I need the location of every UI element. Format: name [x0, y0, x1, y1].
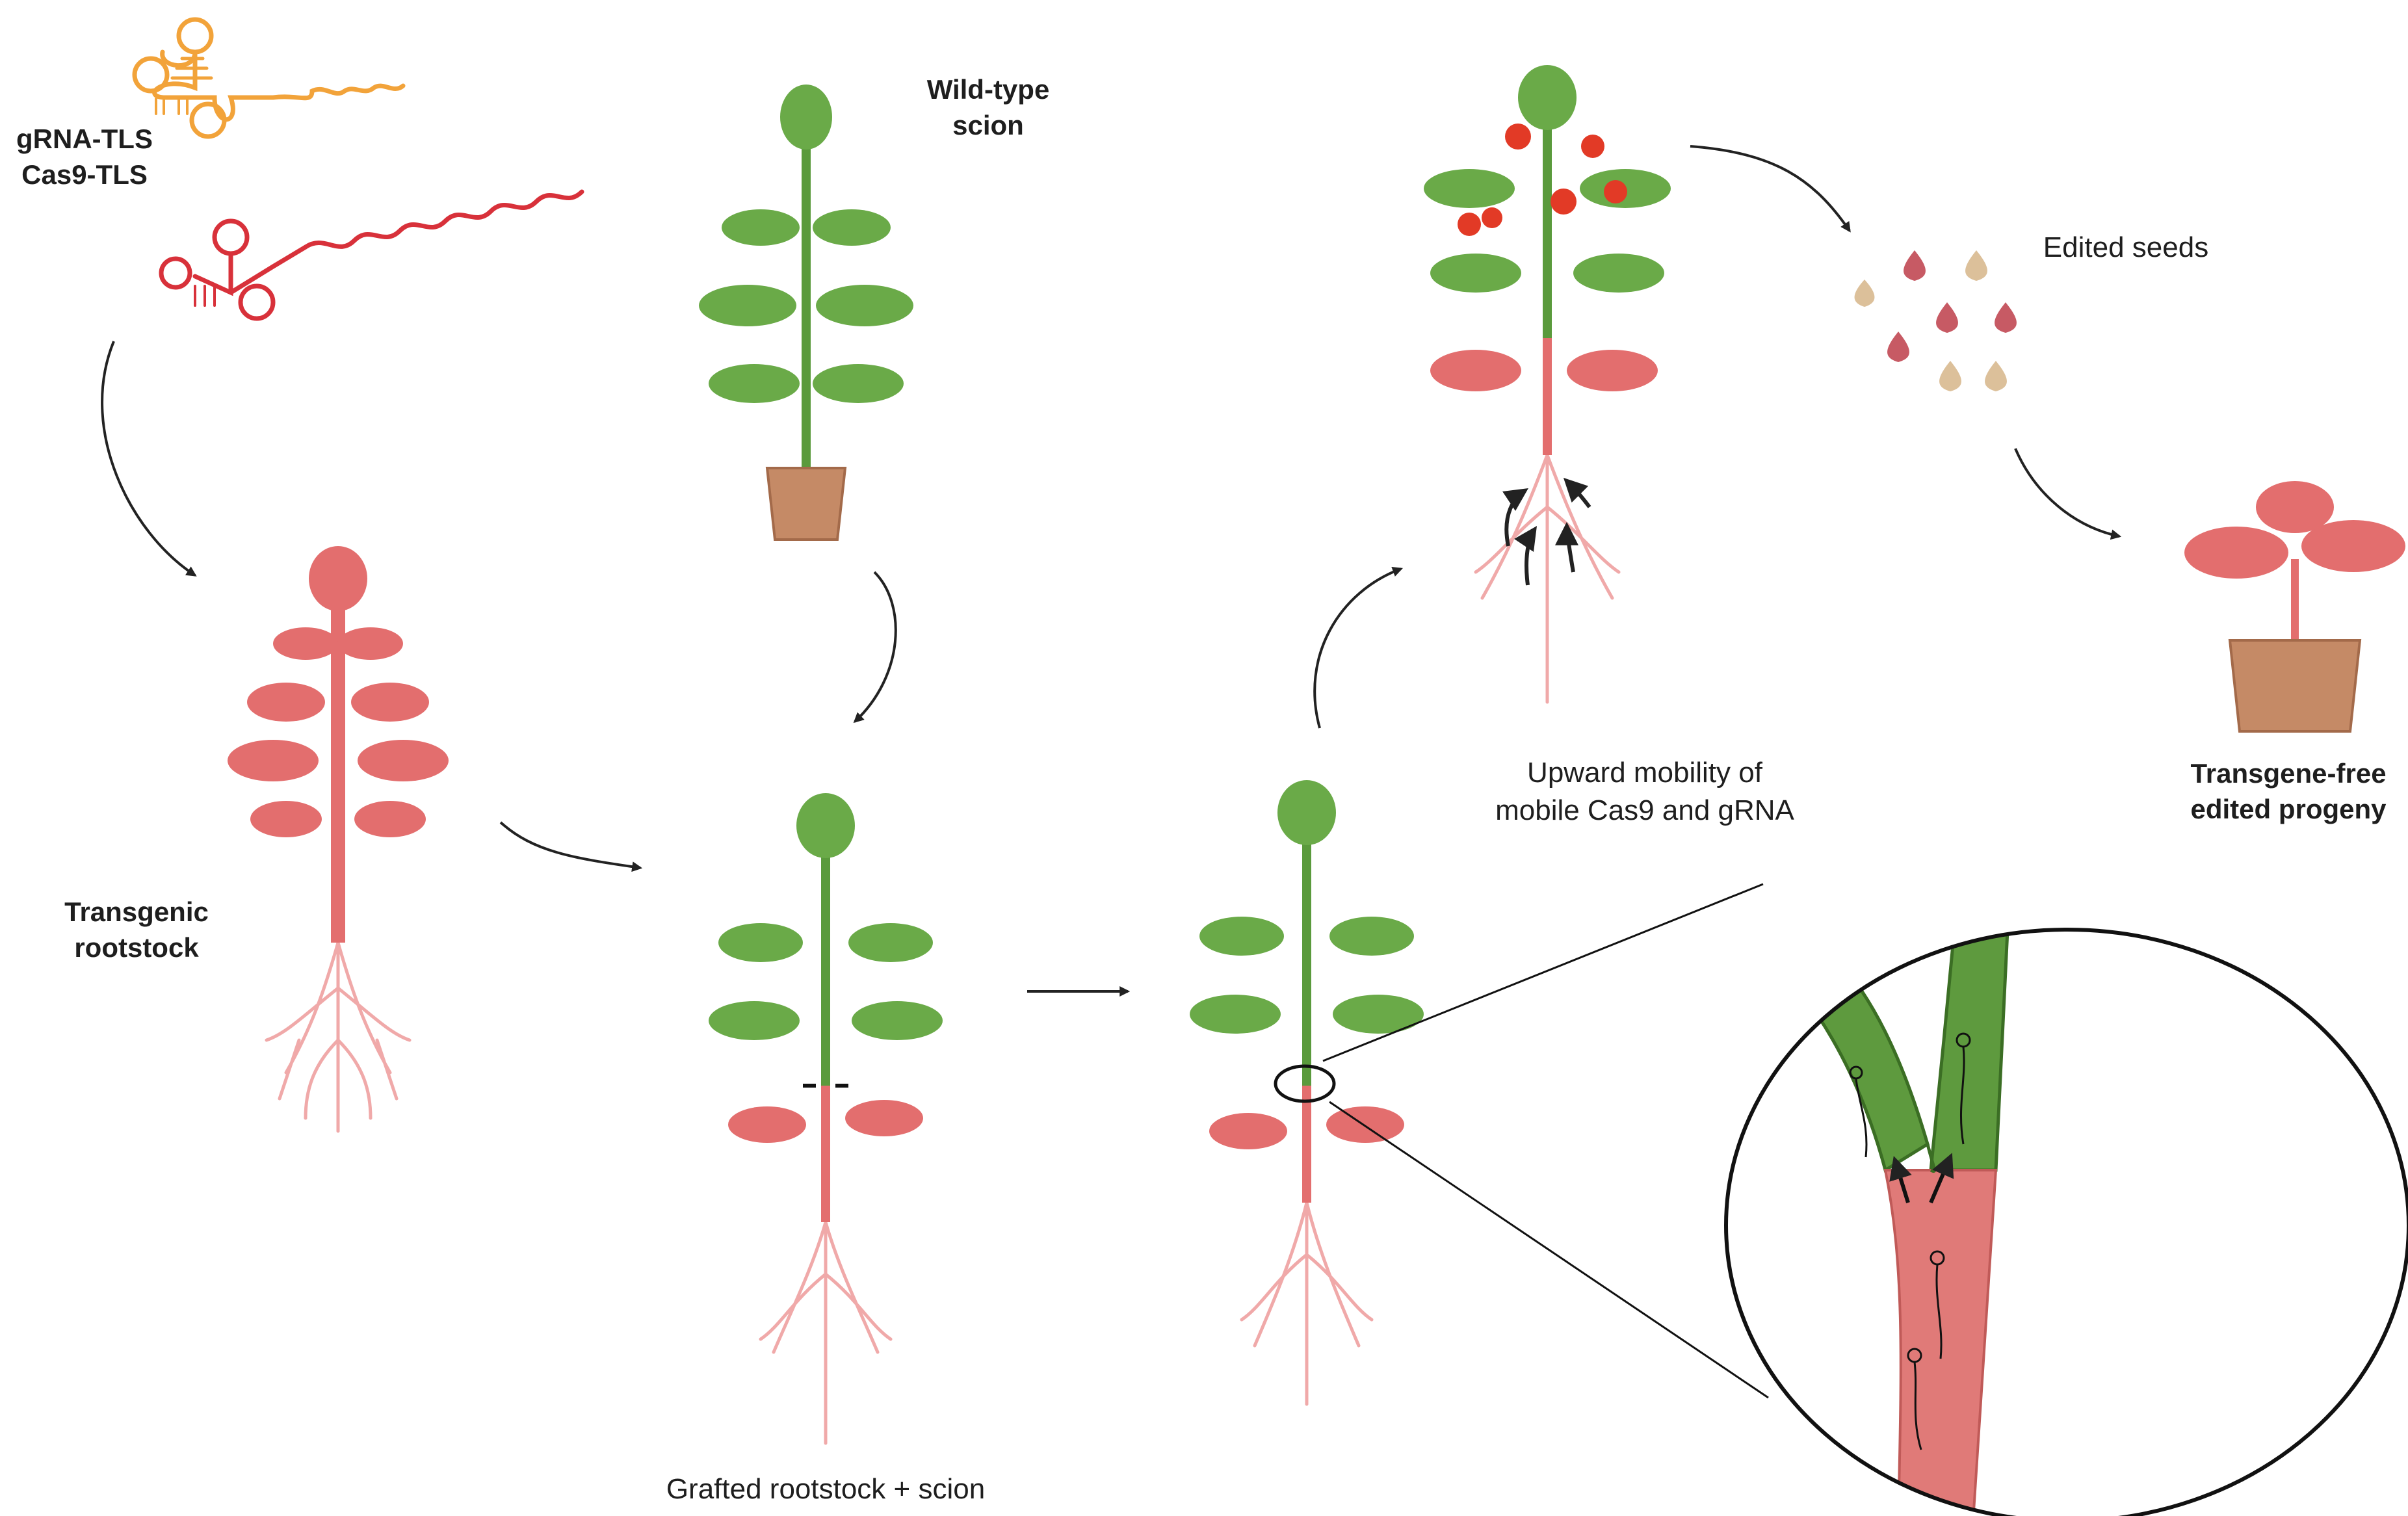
process-arrows	[101, 145, 2122, 997]
progeny-plant	[2184, 481, 2405, 733]
cas9-tls-molecule	[159, 189, 584, 321]
upward-mobility-label: Upward mobility of mobile Cas9 and gRNA	[1430, 754, 1859, 830]
curved-arrow-icon	[101, 341, 197, 577]
zoom-lines	[1322, 883, 1769, 1399]
progeny-label-line2: edited progeny	[2190, 794, 2387, 825]
transgenic-label-line1: Transgenic	[64, 896, 209, 927]
wild-type-scion-plant	[699, 85, 913, 541]
wild-type-scion-label: Wild-type scion	[897, 72, 1079, 144]
graft-junction-ring	[1274, 1064, 1336, 1103]
flower-pot-icon	[765, 467, 847, 541]
cas9-tls-label: Cas9-TLS	[21, 159, 148, 190]
magnified-graft-lens	[1724, 928, 2408, 1516]
upward-label-line2: mobile Cas9 and gRNA	[1495, 794, 1794, 827]
wild-type-label-line2: scion	[952, 110, 1024, 141]
gRNA-tls-molecule	[132, 17, 406, 139]
upward-label-line1: Upward mobility of	[1527, 757, 1762, 789]
edited-seeds-group	[1854, 250, 2017, 391]
grafted-plant	[709, 793, 943, 1445]
seed-icon	[1854, 280, 1875, 307]
transgenic-rootstock-plant	[228, 546, 449, 1133]
rna-label-block: gRNA-TLS Cas9-TLS	[0, 121, 169, 193]
grafted-label: Grafted rootstock + scion	[666, 1473, 986, 1505]
grna-tls-label: gRNA-TLS	[16, 124, 153, 154]
progeny-label: Transgene-free edited progeny	[2171, 755, 2405, 828]
wild-type-label-line1: Wild-type	[926, 74, 1050, 105]
progeny-label-line1: Transgene-free	[2190, 758, 2387, 789]
edited-seeds-label: Edited seeds	[2043, 231, 2209, 263]
flower-pot-icon	[2228, 639, 2362, 733]
fruiting-plant	[1424, 65, 1671, 704]
transgenic-label-line2: rootstock	[74, 932, 199, 963]
graft-junction-plant	[1190, 780, 1424, 1406]
transgenic-rootstock-label: Transgenic rootstock	[39, 894, 234, 966]
